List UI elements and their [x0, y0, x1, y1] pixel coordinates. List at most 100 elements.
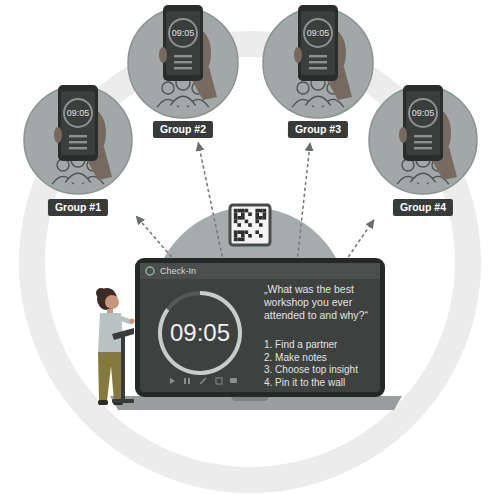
qr-code-part — [263, 216, 267, 220]
group-circle-art-part — [399, 127, 407, 143]
group-node: 09:05Group #2 — [128, 2, 238, 138]
group-circle-art-part — [69, 141, 87, 143]
group-circle-art-part — [263, 8, 373, 118]
qr-code-part — [255, 220, 259, 224]
group-circle-art-part — [162, 82, 174, 94]
group-circle-art-part — [406, 91, 440, 155]
qr-code-part — [234, 220, 238, 224]
group-node: 09:05Group #1 — [23, 82, 133, 216]
qr-code-part — [263, 212, 267, 216]
phone-timer: 09:05 — [58, 107, 98, 119]
group-node: 09:05Group #4 — [368, 82, 478, 216]
qr-code-part — [245, 230, 249, 234]
instruction-item: 2. Make notes — [264, 352, 327, 365]
qr-code-part — [255, 216, 259, 220]
qr-code-part — [237, 230, 241, 234]
group-circle-art-part — [294, 47, 302, 63]
question-text: „What was the best workshop you ever att… — [264, 283, 376, 322]
qr-code-part — [237, 223, 241, 227]
dotted-connector — [298, 143, 310, 256]
qr-code-part — [255, 212, 259, 216]
phone-timer: 09:05 — [163, 27, 203, 39]
screen-art-part — [146, 267, 154, 275]
qr-code-part — [248, 234, 252, 238]
group-circle-art-part — [54, 127, 62, 143]
qr-code-part — [259, 209, 263, 213]
presenter-figure-part — [96, 288, 106, 298]
group-circle-art-part — [58, 85, 98, 161]
presenter-figure-part — [98, 352, 124, 401]
qr-code-part — [234, 209, 238, 213]
qr-code-part — [248, 212, 252, 216]
group-label: Group #1 — [48, 199, 108, 216]
group-circle-art-part — [69, 135, 87, 137]
group-circle-art — [263, 5, 373, 118]
qr-code-part — [255, 209, 259, 213]
qr-code-part — [259, 223, 263, 227]
laptop-base — [110, 396, 402, 410]
screen-art-part — [200, 378, 206, 384]
qr-code-part — [234, 234, 238, 238]
qr-code-part — [259, 216, 263, 220]
qr-code-part — [241, 238, 245, 242]
group-node: 09:05Group #3 — [263, 2, 373, 138]
screen-art-part — [184, 378, 186, 384]
timer-display: 09:05 — [160, 319, 240, 347]
group-circle-art-part — [369, 86, 477, 194]
group-circle-art-part — [414, 141, 432, 143]
group-circle-art-part — [414, 147, 432, 149]
instruction-item: 3. Choose top insight — [264, 364, 358, 377]
laptop-base-part — [110, 396, 402, 410]
group-illustration — [24, 5, 477, 194]
group-circle-art-part — [305, 96, 330, 105]
qr-code-part — [230, 205, 270, 245]
group-circle-art-part — [174, 55, 192, 57]
qr-code-part — [241, 209, 245, 213]
group-circle-art-part — [170, 96, 195, 105]
presenter-figure-part — [98, 400, 108, 405]
screen-art-part — [216, 378, 222, 384]
qr-code-part — [234, 238, 238, 242]
presenter-figure-part — [117, 317, 131, 322]
presenter-figure-part — [130, 319, 135, 324]
group-circle-art-part — [24, 86, 132, 194]
group-circle-art-part — [309, 55, 327, 57]
group-circle-art-part — [65, 173, 90, 182]
qr-code-part — [241, 234, 245, 238]
qr-code-part — [263, 209, 267, 213]
dotted-connector — [136, 216, 171, 256]
lectern — [112, 328, 134, 403]
phone-timer: 09:05 — [298, 27, 338, 39]
qr-code-part — [234, 230, 238, 234]
group-circle-art-part — [174, 61, 192, 63]
group-circle-art-part — [298, 5, 338, 81]
qr-code-part — [241, 212, 245, 216]
group-circle-art-part — [309, 67, 327, 69]
group-circle-art-part — [166, 11, 200, 75]
group-circle-art-part — [163, 5, 203, 81]
group-circle-art-part — [309, 61, 327, 63]
group-label: Group #2 — [153, 121, 213, 138]
group-circle-art-part — [414, 135, 432, 137]
dotted-connector — [349, 220, 374, 256]
instruction-item: 1. Find a partner — [264, 339, 337, 352]
qr-code-part — [245, 209, 249, 213]
app-title: Check-In — [160, 265, 196, 277]
group-circle-art-part — [159, 47, 167, 63]
qr-code-part — [234, 216, 238, 220]
group-circle-art-part — [61, 91, 95, 155]
screen-art-part — [140, 263, 380, 279]
group-circle-art-part — [69, 147, 87, 149]
group-circle-art — [128, 5, 238, 118]
dotted-connector — [198, 143, 222, 256]
qr-code-part — [245, 220, 249, 224]
qr-code-part — [237, 216, 241, 220]
group-label: Group #4 — [393, 199, 453, 216]
qr-code-part — [237, 238, 241, 242]
qr-code-part — [248, 223, 252, 227]
qr-code-part — [255, 230, 259, 234]
group-label: Group #3 — [288, 121, 348, 138]
